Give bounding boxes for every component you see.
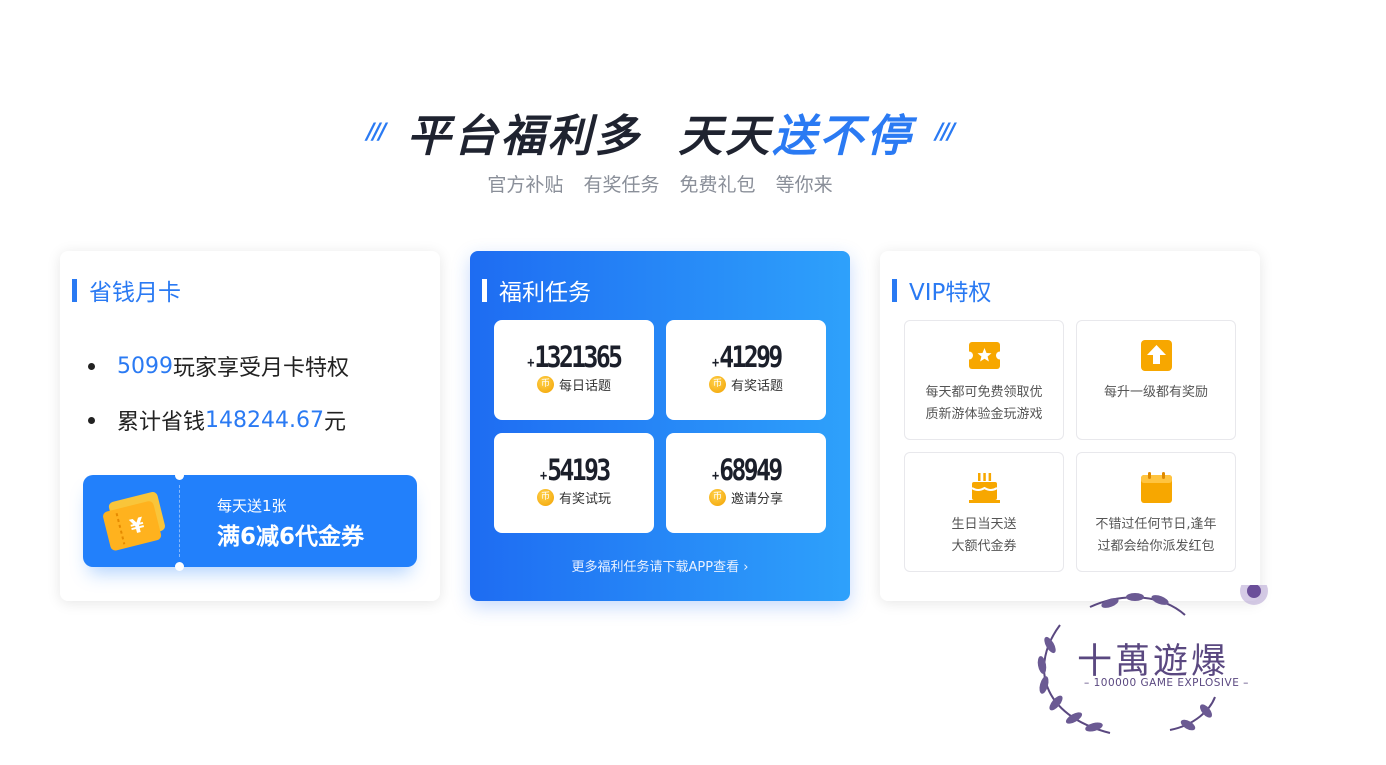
title-bar [482,278,487,302]
watermark-subtext: – 100000 GAME EXPLOSIVE – [1084,677,1249,689]
coupon-button[interactable]: ¥ 每天送1张 满6减6代金券 [83,471,417,571]
hero-subtitle: 官方补贴 有奖任务 免费礼包 等你来 [0,170,1320,197]
task-tile[interactable]: +54193 币有奖试玩 [494,433,654,533]
vip-item[interactable]: 生日当天送大额代金券 [904,452,1064,572]
slash-decoration-left: /// [366,119,387,145]
coupon-caption: 每天送1张 [217,497,287,515]
card-title: 福利任务 [499,280,591,306]
player-count: 5099 [117,353,173,379]
subtitle-item: 免费礼包 [679,174,756,196]
coupon-ticket-icon: ¥ [103,492,165,551]
task-tile[interactable]: +68949 币邀请分享 [666,433,826,533]
slash-decoration-right: /// [935,119,955,145]
coupon-notch [175,471,184,480]
card-header: 福利任务 [482,273,591,307]
hero-title-dark: 平台福利多 天天 [406,111,773,162]
vip-desc: 不错过任何节日,逢年过都会给你派发红包 [1095,517,1217,554]
task-label: 币邀请分享 [666,488,826,507]
vip-privileges-panel: VIP特权 每天都可免费领取优质新游体验金玩游戏 每升一级都有奖励 [880,251,1260,601]
saved-amount: 148244.67 [205,407,324,433]
vip-desc: 每升一级都有奖励 [1103,385,1208,400]
title-bar [72,278,77,302]
vip-desc: 每天都可免费领取优质新游体验金玩游戏 [925,385,1043,422]
task-tile[interactable]: +1321365 币每日话题 [494,320,654,420]
calendar-gift-icon [1140,472,1172,503]
card-header: VIP特权 [892,273,991,307]
hero-title: /// 平台福利多 天天送不停 /// [366,100,956,164]
task-label: 币有奖试玩 [494,488,654,507]
more-tasks-link[interactable]: 更多福利任务请下载APP查看 › [571,560,749,575]
watermark-logo: 十萬遊爆 – 100000 GAME EXPLOSIVE – [1020,577,1280,740]
task-grid: +1321365 币每日话题 +41299 币有奖话题 +54193 币有奖试玩… [494,320,826,533]
list-text: 累计省钱 [117,410,206,435]
task-label: 币每日话题 [494,375,654,394]
watermark-text: 十萬遊爆 [1077,642,1230,682]
subtitle-item: 有奖任务 [583,174,660,196]
bullet-dot [88,416,95,424]
bullet-dot [88,362,95,370]
task-count: +54193 [539,453,611,487]
hero-title-text: 平台福利多 天天送不停 [407,100,914,164]
hero-title-blue: 送不停 [772,111,914,162]
list-text: 玩家享受月卡特权 [173,356,350,381]
task-tile[interactable]: +41299 币有奖话题 [666,320,826,420]
chevron-right-icon: › [743,560,749,575]
hero-banner: /// 平台福利多 天天送不停 /// 官方补贴 有奖任务 免费礼包 等你来 [0,100,1320,197]
coin-icon: 币 [536,376,554,393]
subtitle-item: 官方补贴 [487,174,564,196]
task-count: +1321365 [527,340,623,374]
laurel-wreath-icon [1037,577,1268,734]
currency-unit: 元 [324,410,347,435]
svg-text:¥: ¥ [128,512,147,539]
coin-icon: 币 [708,376,726,393]
card-title: VIP特权 [909,280,992,306]
coupon-title: 满6减6代金券 [217,524,365,550]
vip-desc: 生日当天送大额代金券 [951,517,1017,554]
task-count: +68949 [711,453,783,487]
coin-icon: 币 [536,489,554,506]
vip-grid: 每天都可免费领取优质新游体验金玩游戏 每升一级都有奖励 生日当天送大额代金券 [904,320,1236,572]
task-count: +41299 [711,340,783,374]
level-up-icon [1140,340,1172,371]
task-label: 币有奖话题 [666,375,826,394]
vip-item[interactable]: 不错过任何节日,逢年过都会给你派发红包 [1076,452,1236,572]
card-header: 省钱月卡 [72,273,181,307]
coin-icon: 币 [708,489,726,506]
coupon-divider [179,485,180,557]
title-bar [892,278,897,302]
ticket-star-icon [967,342,1001,369]
vip-item[interactable]: 每升一级都有奖励 [1076,320,1236,440]
birthday-cake-icon [968,473,1000,503]
vip-item[interactable]: 每天都可免费领取优质新游体验金玩游戏 [904,320,1064,440]
card-title: 省钱月卡 [89,280,181,306]
welfare-tasks-panel: 福利任务 +1321365 币每日话题 +41299 币有奖话题 +54193 … [470,251,850,601]
subtitle-item: 等你来 [775,174,833,196]
coupon-notch [175,562,184,571]
